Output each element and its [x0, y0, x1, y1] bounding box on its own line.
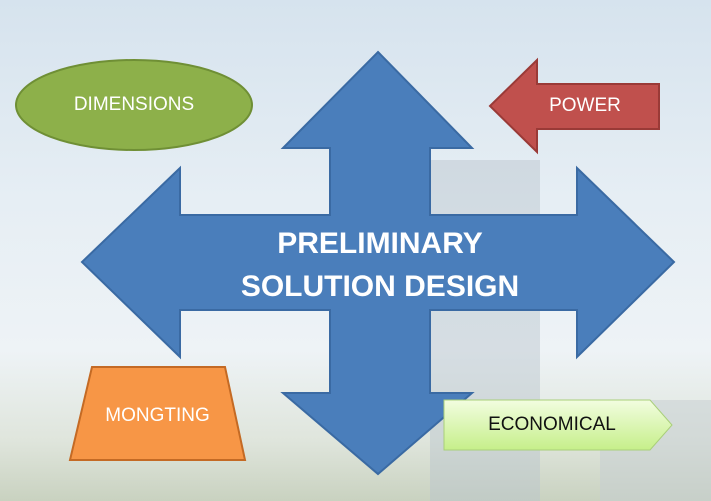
economical-pentagon	[443, 399, 673, 451]
four-way-arrow	[80, 50, 676, 476]
main-title: PRELIMINARY SOLUTION DESIGN	[180, 222, 580, 308]
power-left-arrow	[488, 57, 660, 155]
power-label: POWER	[549, 95, 621, 116]
mongting-trapezoid	[68, 366, 247, 461]
dimensions-label: DIMENSIONS	[73, 94, 195, 115]
economical-label: ECONOMICAL	[488, 414, 616, 435]
title-line-2: SOLUTION DESIGN	[240, 270, 520, 303]
title-line-1: PRELIMINARY	[277, 227, 483, 260]
dimensions-ellipse	[15, 59, 253, 151]
mongting-label: MONGTING	[105, 405, 210, 426]
